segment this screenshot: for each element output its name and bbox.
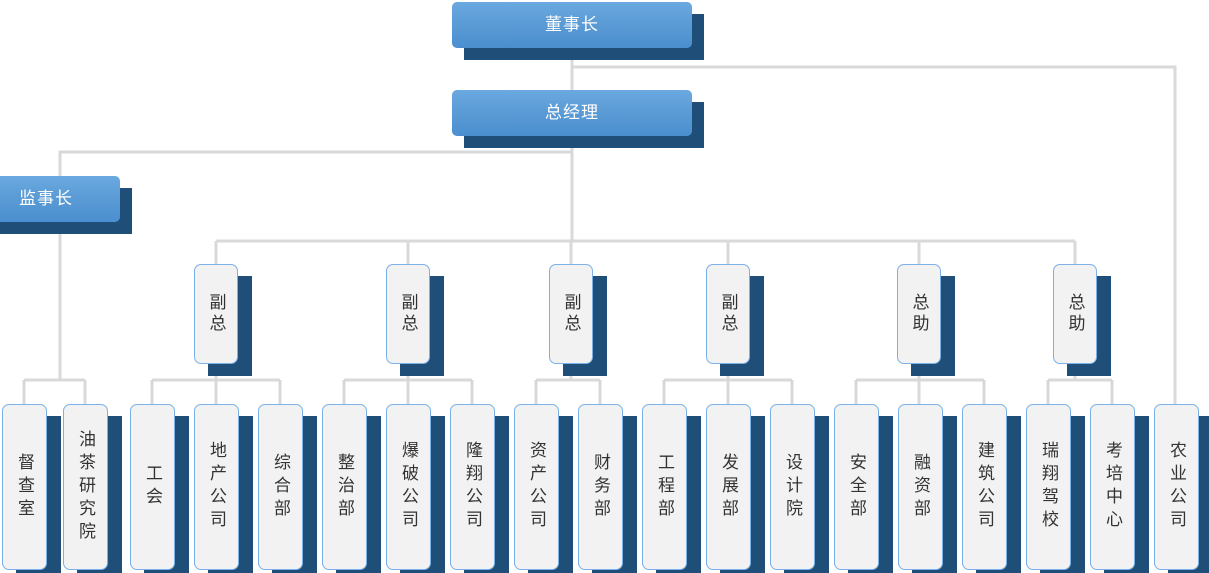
node-label: 副总 xyxy=(398,293,418,335)
node-face: 地产公司 xyxy=(194,404,239,570)
node-chairman[interactable]: 董事长 xyxy=(452,2,704,60)
node-face: 副总 xyxy=(194,264,238,364)
node-face: 考培中心 xyxy=(1090,404,1135,570)
node-department-8[interactable]: 隆翔公司 xyxy=(450,404,509,573)
node-face: 工程部 xyxy=(642,404,687,570)
node-department-14[interactable]: 安全部 xyxy=(834,404,893,573)
node-department-1[interactable]: 督查室 xyxy=(2,404,61,573)
node-department-10[interactable]: 财务部 xyxy=(578,404,637,573)
node-manager-3[interactable]: 副总 xyxy=(549,264,607,376)
node-label: 综合部 xyxy=(271,452,290,522)
node-label: 地产公司 xyxy=(207,441,226,533)
node-department-5[interactable]: 综合部 xyxy=(258,404,317,573)
node-face: 资产公司 xyxy=(514,404,559,570)
node-general-manager[interactable]: 总经理 xyxy=(452,90,704,148)
node-department-2[interactable]: 油茶研究院 xyxy=(63,404,122,573)
node-label: 监事长 xyxy=(19,188,73,208)
node-manager-4[interactable]: 副总 xyxy=(706,264,764,376)
node-department-19[interactable]: 农业公司 xyxy=(1154,404,1209,573)
node-label: 融资部 xyxy=(911,452,930,522)
node-label: 发展部 xyxy=(719,452,738,522)
node-face: 瑞翔驾校 xyxy=(1026,404,1071,570)
node-manager-1[interactable]: 副总 xyxy=(194,264,252,376)
node-face: 督查室 xyxy=(2,404,47,570)
node-face: 总助 xyxy=(1053,264,1097,364)
node-face: 设计院 xyxy=(770,404,815,570)
node-label: 总助 xyxy=(1065,293,1085,335)
node-label: 副总 xyxy=(561,293,581,335)
node-department-12[interactable]: 发展部 xyxy=(706,404,765,573)
node-label: 设计院 xyxy=(783,452,802,522)
node-face: 总助 xyxy=(897,264,941,364)
node-department-11[interactable]: 工程部 xyxy=(642,404,701,573)
node-department-15[interactable]: 融资部 xyxy=(898,404,957,573)
node-face: 油茶研究院 xyxy=(63,404,108,570)
node-manager-6[interactable]: 总助 xyxy=(1053,264,1111,376)
node-label: 督查室 xyxy=(15,452,34,522)
node-department-13[interactable]: 设计院 xyxy=(770,404,829,573)
node-supervisor[interactable]: 监事长 xyxy=(0,176,132,234)
node-label: 考培中心 xyxy=(1103,441,1122,533)
node-face: 建筑公司 xyxy=(962,404,1007,570)
node-label: 爆破公司 xyxy=(399,441,418,533)
node-face: 爆破公司 xyxy=(386,404,431,570)
node-label: 工会 xyxy=(143,464,162,510)
node-face: 农业公司 xyxy=(1154,404,1199,570)
node-face: 副总 xyxy=(549,264,593,364)
node-label: 建筑公司 xyxy=(975,441,994,533)
node-label: 总助 xyxy=(909,293,929,335)
node-face: 整治部 xyxy=(322,404,367,570)
node-manager-5[interactable]: 总助 xyxy=(897,264,955,376)
node-face: 副总 xyxy=(706,264,750,364)
node-label: 整治部 xyxy=(335,452,354,522)
node-department-3[interactable]: 工会 xyxy=(130,404,189,573)
node-face: 工会 xyxy=(130,404,175,570)
node-department-6[interactable]: 整治部 xyxy=(322,404,381,573)
node-department-17[interactable]: 瑞翔驾校 xyxy=(1026,404,1085,573)
node-department-7[interactable]: 爆破公司 xyxy=(386,404,445,573)
node-label: 工程部 xyxy=(655,452,674,522)
node-face: 副总 xyxy=(386,264,430,364)
node-department-18[interactable]: 考培中心 xyxy=(1090,404,1149,573)
node-manager-2[interactable]: 副总 xyxy=(386,264,444,376)
node-label: 董事长 xyxy=(545,14,599,34)
node-label: 农业公司 xyxy=(1167,441,1186,533)
node-face: 总经理 xyxy=(452,90,692,136)
node-face: 财务部 xyxy=(578,404,623,570)
node-department-16[interactable]: 建筑公司 xyxy=(962,404,1021,573)
node-label: 副总 xyxy=(206,293,226,335)
node-label: 总经理 xyxy=(545,102,599,122)
node-label: 隆翔公司 xyxy=(463,441,482,533)
node-face: 融资部 xyxy=(898,404,943,570)
node-label: 瑞翔驾校 xyxy=(1039,441,1058,533)
node-face: 隆翔公司 xyxy=(450,404,495,570)
node-face: 董事长 xyxy=(452,2,692,48)
node-label: 安全部 xyxy=(847,452,866,522)
node-label: 财务部 xyxy=(591,452,610,522)
node-face: 综合部 xyxy=(258,404,303,570)
node-department-4[interactable]: 地产公司 xyxy=(194,404,253,573)
node-label: 副总 xyxy=(718,293,738,335)
node-label: 油茶研究院 xyxy=(76,429,95,545)
node-label: 资产公司 xyxy=(527,441,546,533)
node-department-9[interactable]: 资产公司 xyxy=(514,404,573,573)
node-face: 发展部 xyxy=(706,404,751,570)
node-face: 监事长 xyxy=(0,176,120,222)
node-face: 安全部 xyxy=(834,404,879,570)
